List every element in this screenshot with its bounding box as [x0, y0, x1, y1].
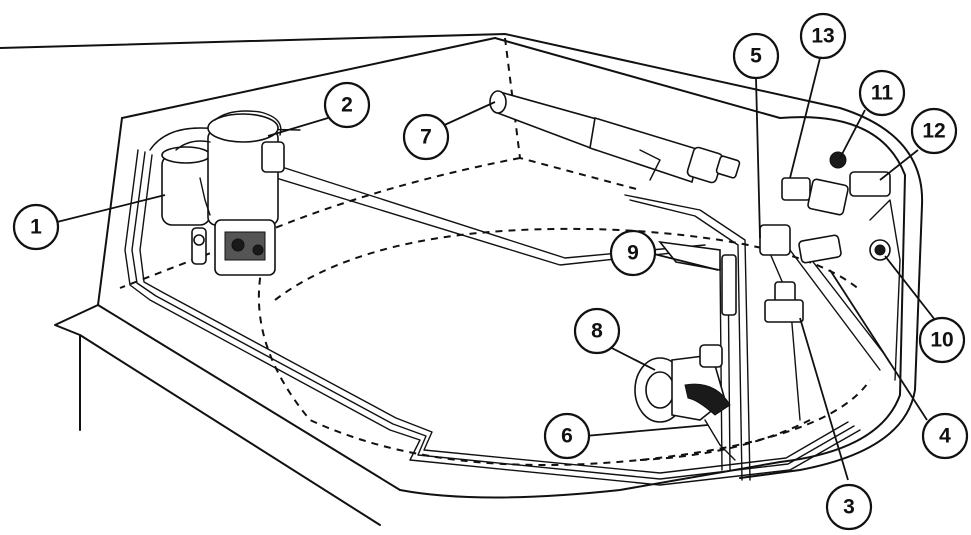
- callout-5: 5: [732, 32, 780, 80]
- callout-2: 2: [323, 81, 371, 129]
- callout-11: 11: [858, 69, 906, 117]
- callout-label: 5: [750, 45, 762, 68]
- callout-label: 2: [341, 94, 353, 117]
- callout-label: 12: [922, 120, 945, 143]
- callout-7: 7: [402, 113, 450, 161]
- hidden-lines: [119, 37, 871, 466]
- callout-6: 6: [543, 412, 591, 460]
- callout-label: 10: [930, 329, 953, 352]
- callout-1: 1: [12, 203, 60, 251]
- callout-label: 6: [561, 425, 573, 448]
- valve-cluster: [658, 151, 891, 323]
- callout-12: 12: [910, 107, 958, 155]
- cylinder: [489, 90, 741, 184]
- callout-label: 7: [420, 126, 432, 149]
- hull-outline: [0, 33, 924, 526]
- callout-13: 13: [799, 12, 847, 60]
- callout-label: 4: [939, 425, 951, 448]
- callout-4: 4: [921, 412, 969, 460]
- reservoir-pump-assembly: [161, 110, 285, 276]
- callout-label: 11: [871, 82, 894, 105]
- leader-lines: [56, 57, 940, 481]
- callout-10: 10: [918, 316, 966, 364]
- hand-pump-assembly: [634, 344, 736, 461]
- callout-3: 3: [825, 483, 873, 531]
- callout-label: 9: [627, 242, 639, 265]
- callout-9: 9: [609, 229, 657, 277]
- callout-label: 13: [811, 25, 834, 48]
- callout-label: 1: [30, 216, 42, 239]
- callout-label: 8: [591, 320, 603, 343]
- callout-8: 8: [573, 307, 621, 355]
- callout-label: 3: [843, 496, 855, 519]
